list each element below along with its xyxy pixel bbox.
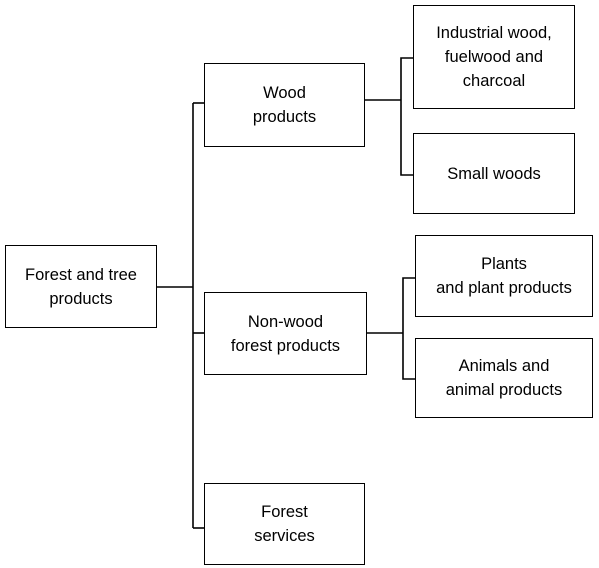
node-label: Forest services (254, 503, 315, 545)
node-label: Industrial wood, fuelwood and charcoal (436, 24, 552, 90)
node-label: Non-wood forest products (230, 312, 341, 355)
node-forest-and-tree-products: Forest and tree products (5, 245, 157, 328)
node-label: Plants and plant products (436, 255, 572, 297)
connector-nonwood-bracket (402, 277, 415, 380)
node-wood-products: Wood products (204, 63, 365, 147)
node-industrial-wood: Industrial wood, fuelwood and charcoal (413, 5, 575, 109)
node-forest-services: Forest services (204, 483, 365, 565)
connector-wood-bracket (400, 57, 413, 176)
node-label: Forest and tree products (25, 265, 137, 308)
node-animals-and-animal-products: Animals and animal products (415, 338, 593, 418)
node-non-wood-forest-products: Non-wood forest products (204, 292, 367, 375)
node-plants-and-plant-products: Plants and plant products (415, 235, 593, 317)
node-label: Animals and animal products (445, 357, 563, 399)
node-label: Wood products (252, 84, 317, 126)
node-label: Small woods (447, 164, 541, 183)
node-small-woods: Small woods (413, 133, 575, 214)
